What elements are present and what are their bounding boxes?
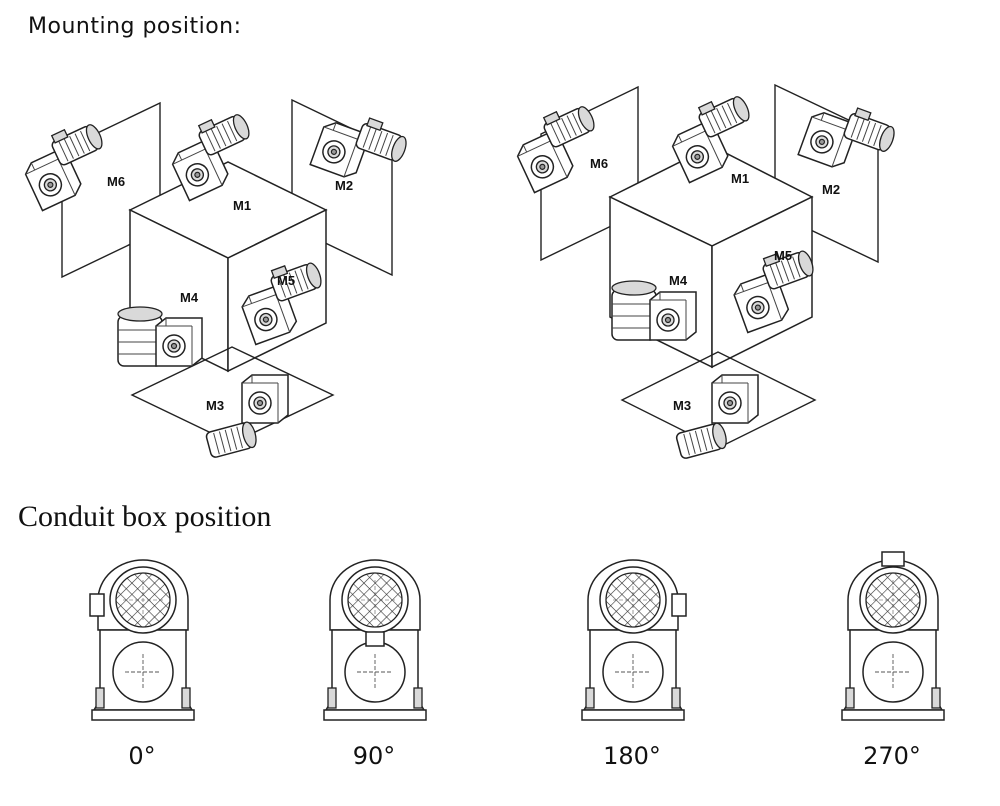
conduit-box — [89, 593, 105, 617]
unit-m4 — [117, 306, 203, 367]
label-m6: M6 — [107, 174, 125, 189]
unit-m3 — [674, 374, 759, 461]
unit-m4 — [611, 280, 697, 341]
conduit-0 — [89, 559, 195, 721]
conduit-270 — [841, 551, 945, 721]
caption-270: 270° — [863, 742, 921, 770]
label-m5: M5 — [774, 248, 792, 263]
label-m2: M2 — [335, 178, 353, 193]
caption-180: 180° — [603, 742, 661, 770]
conduit-box — [365, 631, 385, 647]
left-mounting-diagram: M6 M1 M2 M4 M5 M3 — [15, 98, 411, 460]
caption-90: 90° — [352, 742, 396, 770]
conduit-90 — [323, 559, 427, 721]
label-m2: M2 — [822, 182, 840, 197]
unit-m3 — [204, 374, 289, 460]
label-m3: M3 — [673, 398, 691, 413]
mounting-position-heading: Mounting position: — [28, 14, 242, 39]
label-m4: M4 — [669, 273, 688, 288]
caption-0: 0° — [128, 742, 156, 770]
label-m1: M1 — [731, 171, 749, 186]
conduit-180 — [581, 559, 687, 721]
label-m5: M5 — [277, 273, 295, 288]
unit-m2 — [798, 94, 899, 183]
conduit-box-heading: Conduit box position — [18, 500, 272, 533]
unit-m6 — [507, 99, 610, 193]
label-m6: M6 — [590, 156, 608, 171]
label-m4: M4 — [180, 290, 199, 305]
right-mounting-diagram: M6 M1 M2 M4 M5 M3 — [507, 83, 899, 461]
label-m1: M1 — [233, 198, 251, 213]
label-m3: M3 — [206, 398, 224, 413]
conduit-box — [881, 551, 905, 567]
unit-m2 — [310, 104, 411, 193]
unit-m6 — [15, 117, 118, 211]
conduit-box — [671, 593, 687, 617]
